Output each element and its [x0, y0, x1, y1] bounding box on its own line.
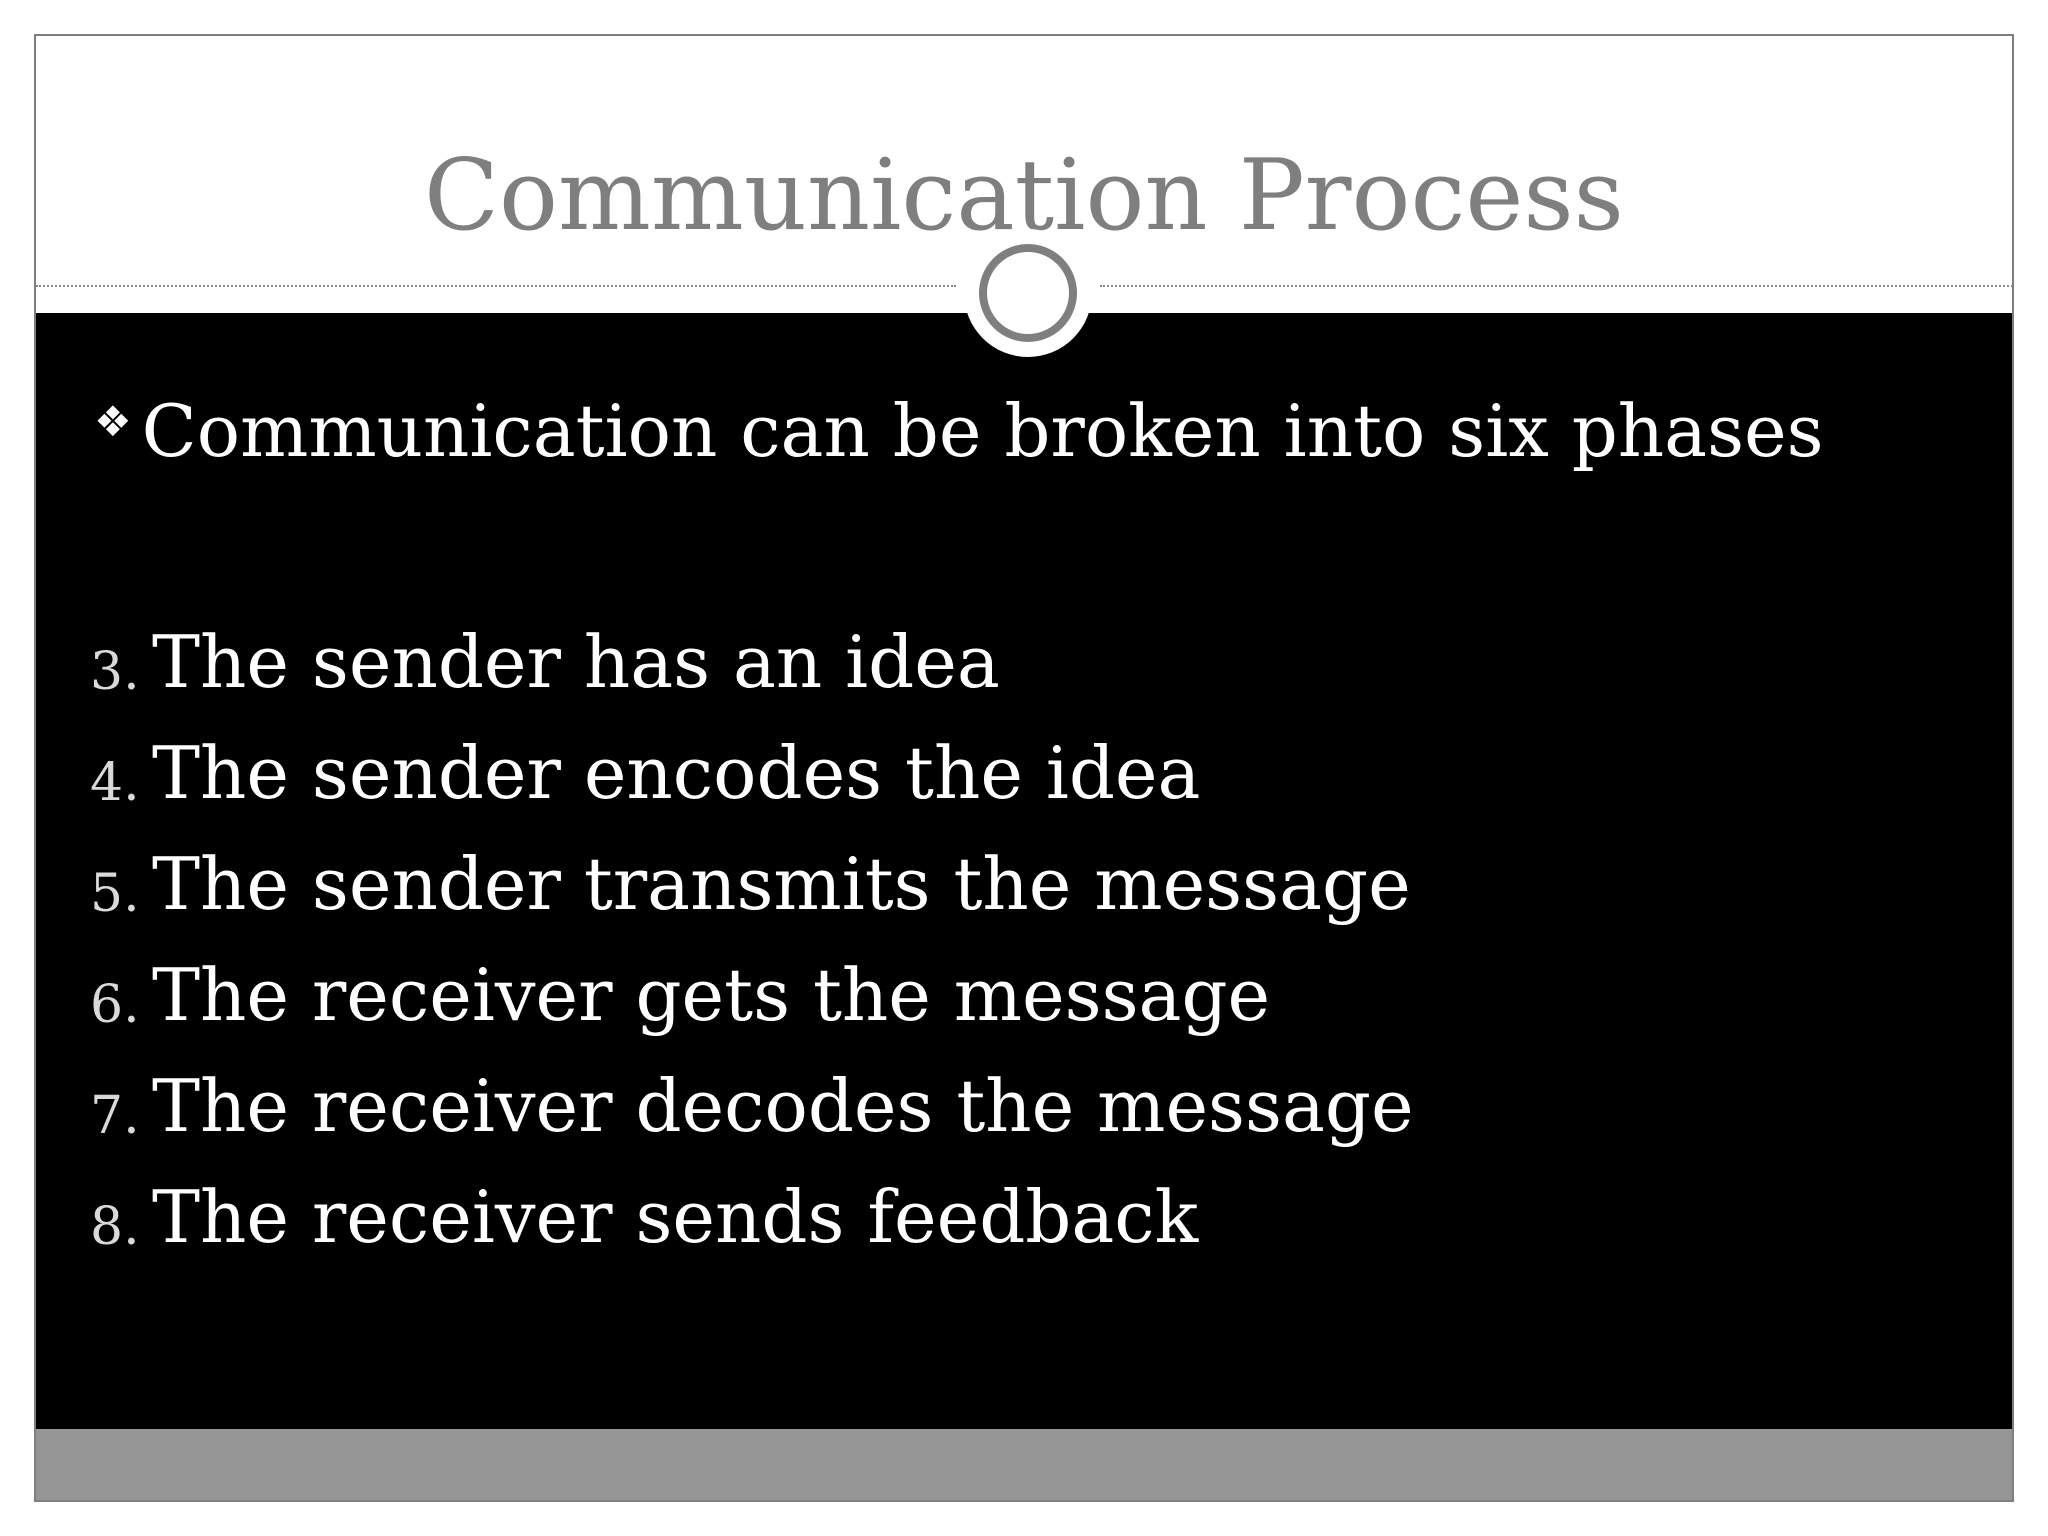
ring-icon — [979, 244, 1077, 342]
phase-item: 4. The sender encodes the idea — [90, 717, 1414, 828]
phase-text: The sender encodes the idea — [152, 730, 1201, 815]
phase-number: 7. — [90, 1085, 140, 1146]
phase-item: 8. The receiver sends feedback — [90, 1161, 1414, 1272]
phase-text: The receiver decodes the message — [152, 1063, 1414, 1148]
phase-item: 5. The sender transmits the message — [90, 828, 1414, 939]
phase-text: The receiver gets the message — [152, 952, 1271, 1037]
phase-text: The sender transmits the message — [152, 841, 1411, 926]
footer-band — [36, 1429, 2012, 1500]
title-divider-right — [1100, 285, 2012, 287]
phase-item: 3. The sender has an idea — [90, 606, 1414, 717]
phase-text: The receiver sends feedback — [152, 1174, 1199, 1259]
diamond-bullet-icon: ❖ — [94, 396, 132, 446]
title-divider-left — [36, 285, 956, 287]
phase-list: 3. The sender has an idea 4. The sender … — [90, 606, 1414, 1272]
ring-ornament — [964, 229, 1092, 357]
phase-number: 5. — [90, 863, 140, 924]
intro-bullet: ❖ Communication can be broken into six p… — [94, 381, 1824, 481]
phase-number: 8. — [90, 1196, 140, 1257]
phase-item: 7. The receiver decodes the message — [90, 1050, 1414, 1161]
phase-number: 3. — [90, 641, 140, 702]
slide: Communication Process ❖ Communication ca… — [34, 34, 2014, 1502]
phase-number: 4. — [90, 752, 140, 813]
content-area — [36, 313, 2012, 1429]
phase-number: 6. — [90, 974, 140, 1035]
intro-bullet-text: Communication can be broken into six pha… — [141, 389, 1824, 473]
phase-text: The sender has an idea — [152, 619, 1000, 704]
phase-item: 6. The receiver gets the message — [90, 939, 1414, 1050]
